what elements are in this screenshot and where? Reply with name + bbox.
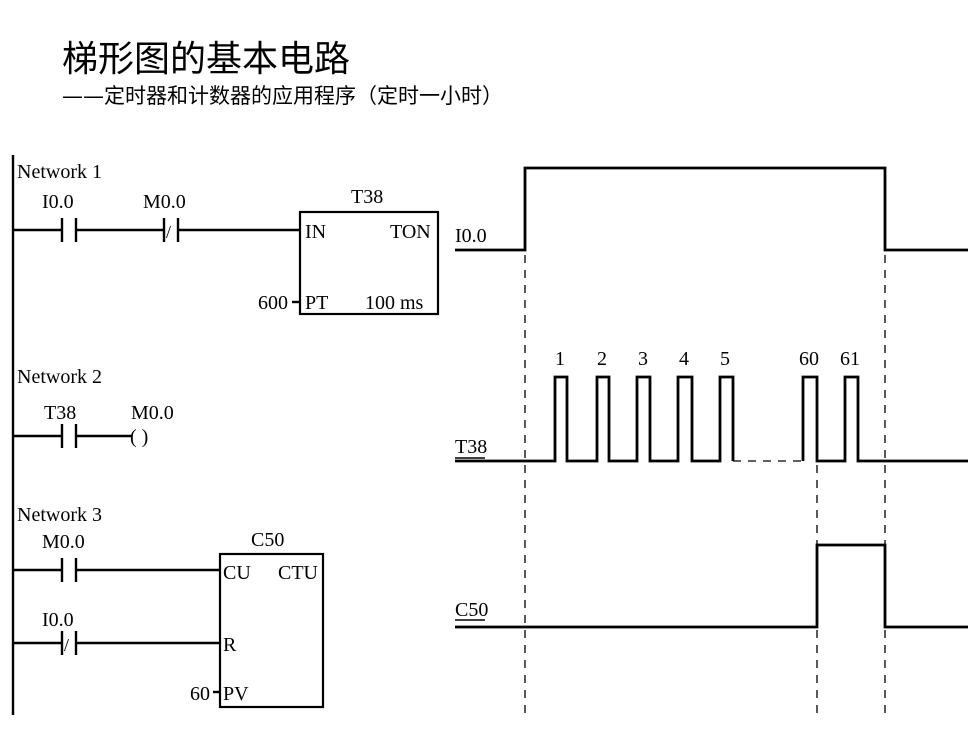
pulse-label-1: 1 <box>555 348 565 370</box>
counter-c50-name: C50 <box>251 529 284 551</box>
timer-type-label: TON <box>390 221 431 243</box>
network2-label: Network 2 <box>17 366 102 388</box>
timer-pt-label: PT <box>305 292 328 314</box>
timer-pt-value: 600 <box>258 292 288 314</box>
waveform-t38-pulses-60-61 <box>801 375 968 463</box>
counter-c50-box <box>218 552 325 709</box>
network2-contact-t38-label: T38 <box>44 402 76 424</box>
counter-pv-label: PV <box>223 683 249 705</box>
pulse-label-60: 60 <box>799 348 819 370</box>
timer-resolution: 100 ms <box>365 292 424 314</box>
pulse-label-3: 3 <box>638 348 648 370</box>
timing-label-t38: T38 <box>455 436 487 458</box>
timer-t38-box <box>298 210 440 316</box>
network1-nc-slash: / <box>166 222 171 242</box>
counter-type-label: CTU <box>278 562 319 584</box>
counter-r-label: R <box>223 634 237 656</box>
counter-pv-value: 60 <box>190 683 210 705</box>
network3-contact-i00-label: I0.0 <box>42 609 74 631</box>
page-title: 梯形图的基本电路 <box>62 39 351 80</box>
pulse-label-5: 5 <box>720 348 730 370</box>
network2-rung <box>13 424 132 448</box>
network1-rung <box>13 218 300 242</box>
timing-label-i00: I0.0 <box>455 225 487 247</box>
timer-in-label: IN <box>305 221 326 243</box>
network2-coil-symbol: ( ) <box>130 426 148 448</box>
counter-cu-label: CU <box>223 562 251 584</box>
network1-contact-m00-label: M0.0 <box>143 191 186 213</box>
waveform-t38-pulses-1-5 <box>455 375 735 463</box>
pulse-label-2: 2 <box>597 348 607 370</box>
page-subtitle: ——定时器和计数器的应用程序（定时一小时） <box>62 84 503 108</box>
network1-contact-i00-label: I0.0 <box>42 191 74 213</box>
network2-coil-label: M0.0 <box>131 402 174 424</box>
network3-rungs <box>13 558 220 655</box>
pulse-label-61: 61 <box>840 348 860 370</box>
waveform-c50 <box>455 543 968 629</box>
waveform-i00 <box>455 166 968 252</box>
network3-contact-m00-label: M0.0 <box>42 531 85 553</box>
timer-t38-name: T38 <box>351 186 383 208</box>
network3-nc-slash: / <box>64 635 69 655</box>
network1-label: Network 1 <box>17 161 102 183</box>
timing-label-c50: C50 <box>455 599 488 621</box>
pulse-label-4: 4 <box>679 348 689 370</box>
network3-label: Network 3 <box>17 504 102 526</box>
